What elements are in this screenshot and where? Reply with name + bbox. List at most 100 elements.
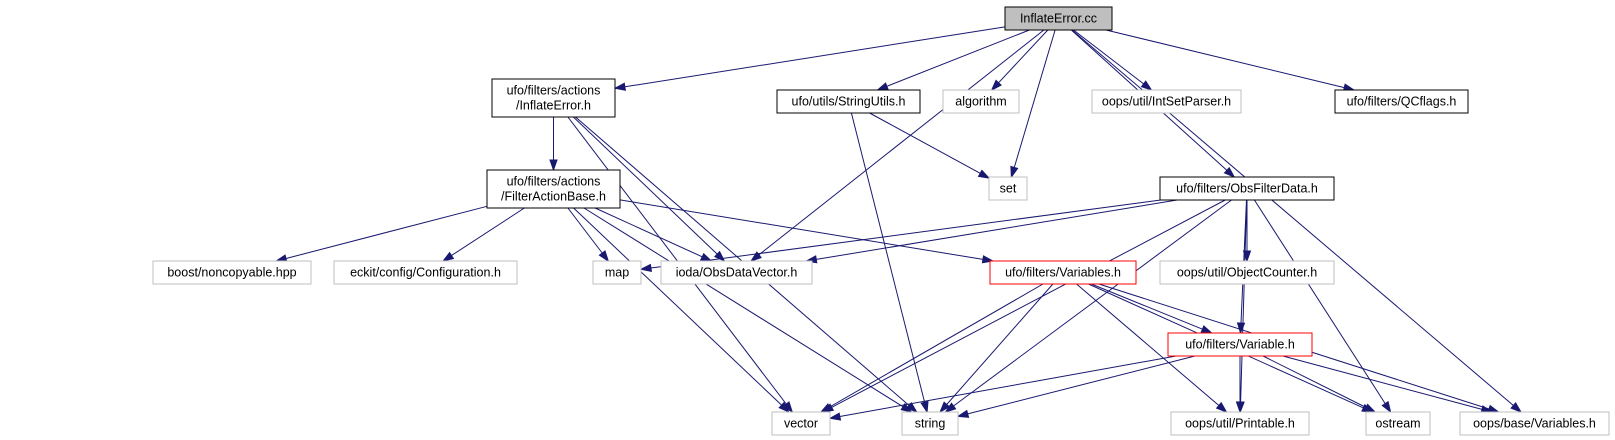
node-strutils[interactable]: ufo/utils/StringUtils.h (776, 89, 921, 114)
edge-variable-to-printable (1235, 356, 1245, 414)
node-label: string (915, 417, 946, 431)
edge-ie_h-to-fab (549, 117, 558, 172)
node-map[interactable]: map (592, 260, 642, 285)
node-box (1167, 332, 1313, 357)
node-label: map (605, 266, 629, 280)
edge-line (1105, 29, 1345, 89)
edge-line (573, 207, 782, 406)
edge-line (285, 205, 488, 259)
edge-line (583, 207, 904, 408)
edge-arrowhead (598, 250, 610, 263)
node-algorithm[interactable]: algorithm (942, 89, 1020, 114)
node-box (901, 411, 959, 436)
edge-strutils-to-set (869, 112, 991, 179)
edge-line (451, 207, 525, 256)
edge-line (1013, 29, 1056, 168)
edges-layer (274, 26, 1523, 421)
edge-arrowhead (1010, 165, 1019, 179)
edge-obsfilter-to-ostream (1253, 199, 1392, 414)
node-ostream[interactable]: ostream (1365, 411, 1431, 436)
node-boost[interactable]: boost/noncopyable.hpp (152, 260, 312, 285)
edge-variables-to-string (939, 283, 1054, 414)
edge-line (869, 112, 981, 174)
node-label: ioda/ObsDataVector.h (676, 266, 798, 280)
edge-arrowhead (441, 251, 455, 262)
node-intset[interactable]: oops/util/IntSetParser.h (1091, 89, 1242, 114)
edge-arrowhead (956, 409, 970, 418)
node-label: ufo/filters/ObsFilterData.h (1176, 182, 1318, 196)
edge-variable-to-vector (828, 355, 1177, 421)
edge-fab-to-map (567, 207, 610, 263)
node-box (1459, 411, 1610, 436)
edge-arrowhead (900, 402, 913, 413)
node-ie_h[interactable]: ufo/filters/actions/InflateError.h (491, 78, 616, 118)
node-label: ufo/filters/actions (507, 175, 601, 189)
edge-arrowhead (977, 169, 991, 179)
edge-arrowhead (549, 159, 558, 172)
edge-line (567, 207, 603, 254)
edge-arrowhead (920, 400, 929, 414)
node-box (1004, 6, 1113, 31)
node-eckit[interactable]: eckit/config/Configuration.h (333, 260, 518, 285)
edge-line (829, 283, 1044, 408)
node-label: ostream (1375, 417, 1420, 431)
edge-root-to-qcflags (1105, 29, 1356, 92)
node-oopsvars[interactable]: oops/base/Variables.h (1459, 411, 1610, 436)
edge-arrowhead (1200, 325, 1214, 334)
node-box (333, 260, 518, 285)
node-label: vector (784, 417, 818, 431)
node-set[interactable]: set (988, 176, 1028, 201)
edge-root-to-algorithm (990, 29, 1049, 92)
edge-obsfilter-to-map (639, 199, 1161, 273)
node-box (592, 260, 642, 285)
edge-obsfilter-to-ioda (804, 199, 1178, 264)
edge-arrowhead (876, 82, 889, 91)
edge-variables-to-vector (819, 283, 1044, 413)
edge-root-to-set (1010, 29, 1056, 179)
node-fab[interactable]: ufo/filters/actions/FilterActionBase.h (486, 169, 621, 209)
node-label: ufo/utils/StringUtils.h (792, 95, 906, 109)
node-box (988, 176, 1028, 201)
node-label: boost/noncopyable.hpp (167, 266, 296, 280)
node-ioda[interactable]: ioda/ObsDataVector.h (660, 260, 813, 285)
node-objcounter[interactable]: oops/util/ObjectCounter.h (1159, 260, 1335, 285)
node-qcflags[interactable]: ufo/filters/QCflags.h (1334, 89, 1469, 114)
edge-arrowhead (1140, 80, 1153, 91)
edge-arrowhead (905, 401, 918, 413)
node-label: /FilterActionBase.h (501, 190, 606, 204)
edge-line (967, 355, 1196, 415)
node-variable[interactable]: ufo/filters/Variable.h (1167, 332, 1313, 357)
edge-fab-to-string (583, 207, 913, 413)
node-obsfilter[interactable]: ufo/filters/ObsFilterData.h (1159, 176, 1335, 201)
edge-line (624, 26, 1006, 88)
edge-arrowhead (613, 82, 627, 91)
edge-arrowhead (1236, 322, 1246, 335)
edge-arrowhead (939, 401, 951, 414)
node-label: ufo/filters/actions (507, 84, 601, 98)
node-box (1091, 89, 1242, 114)
node-string[interactable]: string (901, 411, 959, 436)
edge-arrowhead (1235, 401, 1245, 414)
node-box (942, 89, 1020, 114)
edge-line (1240, 199, 1248, 403)
node-printable[interactable]: oops/util/Printable.h (1170, 411, 1310, 436)
node-label: oops/base/Variables.h (1473, 417, 1596, 431)
node-root[interactable]: InflateError.cc (1004, 6, 1113, 31)
node-label: algorithm (955, 95, 1006, 109)
node-box (989, 260, 1137, 285)
edge-line (839, 355, 1177, 417)
edge-arrowhead (749, 251, 762, 262)
edge-arrowhead (639, 263, 652, 273)
node-label: set (1000, 182, 1017, 196)
node-box (771, 411, 831, 436)
edge-line (1076, 283, 1220, 406)
node-variables[interactable]: ufo/filters/Variables.h (989, 260, 1137, 285)
edge-arrowhead (1381, 400, 1392, 414)
node-box (491, 78, 616, 118)
edge-root-to-intset (1073, 29, 1153, 91)
node-vector[interactable]: vector (771, 411, 831, 436)
node-box (660, 260, 813, 285)
edge-fab-to-ioda (594, 207, 713, 262)
node-label: oops/util/ObjectCounter.h (1177, 266, 1317, 280)
edge-line (850, 112, 926, 403)
